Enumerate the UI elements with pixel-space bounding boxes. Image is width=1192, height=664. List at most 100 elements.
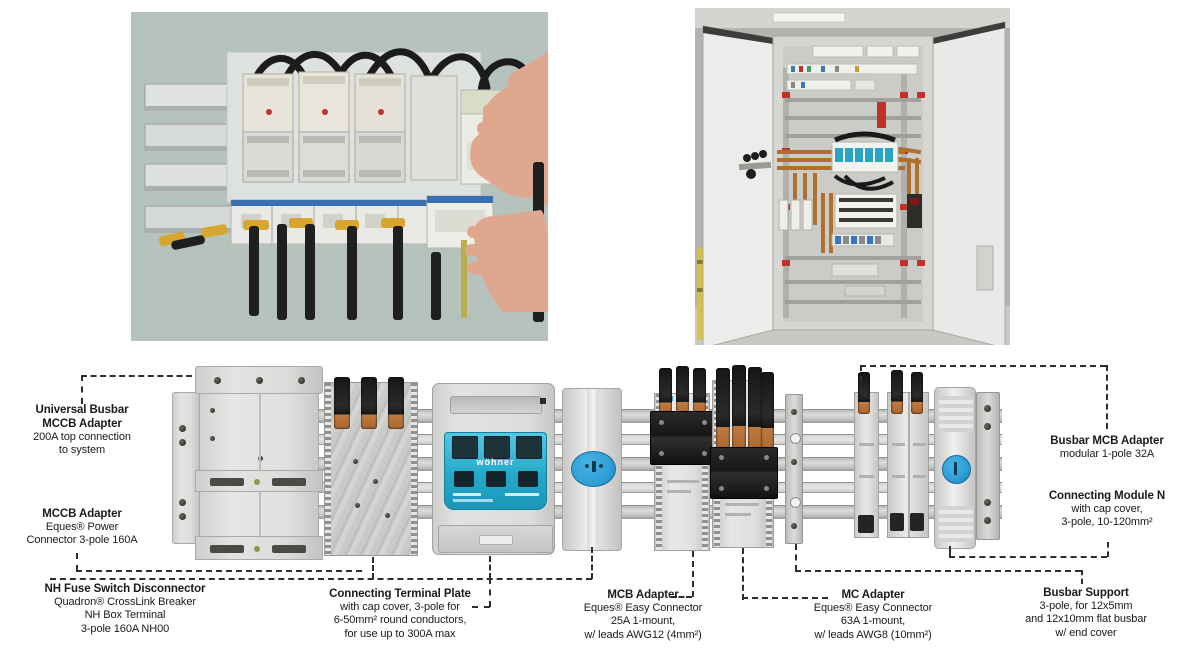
- callout-title: MC Adapter: [841, 589, 905, 601]
- callout-busbar-mcb-adapter: Busbar MCB Adapter modular 1-pole 32A: [1028, 434, 1186, 461]
- callout-body: with cap cover, 3-pole for 6-50mm² round…: [333, 601, 467, 640]
- mcb-lead: [693, 368, 706, 416]
- installer-hand-lower: [465, 210, 548, 312]
- cabinet-left-door: [702, 25, 774, 345]
- connecting-module-n: [934, 387, 976, 549]
- connector-line: [949, 546, 951, 557]
- mc-lead: [761, 372, 774, 450]
- motor-starter-stacks: [242, 71, 458, 183]
- mid-fastener-bar: [195, 470, 323, 492]
- connector-line: [742, 548, 744, 600]
- callout-body: 200A top connection to system: [33, 431, 131, 457]
- mcb-lead: [676, 366, 689, 416]
- quadron-teal-cover: wöhner: [444, 432, 547, 510]
- callout-nh-fuse-switch-disconnector: NH Fuse Switch Disconnector Quadron® Cro…: [12, 582, 238, 636]
- connector-line: [489, 556, 491, 579]
- connector-line: [81, 375, 83, 404]
- door-handle: [738, 150, 772, 179]
- installer-hand-upper: [470, 52, 548, 208]
- connector-line: [1081, 570, 1083, 584]
- connector-line: [372, 557, 374, 579]
- bottom-fastener-bar: [195, 536, 323, 560]
- callout-body: modular 1-pole 32A: [1059, 448, 1155, 461]
- connector-line: [692, 551, 694, 597]
- connector-line: [81, 375, 192, 377]
- top-breaker-rows: [786, 45, 920, 91]
- small-fuse-units: [778, 199, 813, 231]
- busbar-support-strip-right: [976, 392, 1000, 540]
- power-cable: [361, 377, 377, 429]
- adapter-body: [199, 393, 319, 540]
- bottom-drawer: [438, 525, 553, 553]
- callout-mc-adapter: MC Adapter Eques® Easy Connector 63A 1-m…: [763, 588, 983, 642]
- yellow-wall-strip: [697, 248, 707, 340]
- terminal-rows: [831, 233, 895, 297]
- connector-line: [76, 570, 362, 572]
- installation-photo: [131, 12, 548, 341]
- callout-body: Eques® Power Connector 3-pole 160A: [26, 521, 138, 547]
- power-cable: [334, 377, 350, 429]
- callout-connecting-terminal-plate: Connecting Terminal Plate with cap cover…: [283, 587, 517, 641]
- brand-text: wöhner: [476, 457, 515, 467]
- connector-line: [1106, 365, 1108, 429]
- connector-line: [860, 365, 862, 393]
- callout-title: Connecting Terminal Plate: [329, 588, 471, 600]
- mc-lead: [716, 368, 730, 450]
- mcb-lead: [659, 368, 672, 416]
- callout-body: 3-pole, for 12x5mm and 12x10mm flat busb…: [1025, 600, 1147, 639]
- busbar-support: [785, 394, 803, 544]
- mc-clamp: [710, 447, 778, 499]
- connecting-terminal-plate: [562, 388, 622, 551]
- connector-line: [860, 365, 1106, 367]
- connector-line: [795, 570, 1081, 572]
- ceiling-light: [772, 12, 846, 23]
- power-cable: [388, 377, 404, 429]
- modular-lead: [911, 372, 923, 414]
- connector-line: [76, 553, 78, 571]
- connector-line: [472, 606, 490, 608]
- universal-busbar-mccb-adapter: [195, 366, 323, 564]
- callout-mccb-adapter: MCCB Adapter Eques® Power Connector 3-po…: [4, 507, 160, 548]
- callout-title: MCB Adapter: [607, 589, 679, 601]
- connector-line: [671, 596, 692, 598]
- callout-body: Eques® Easy Connector 63A 1-mount, w/ le…: [813, 602, 933, 641]
- teal-device-row: [831, 131, 899, 191]
- connector-line: [489, 578, 491, 607]
- adapter-row: [230, 195, 494, 249]
- callout-body: with cap cover, 3-pole, 10-120mm²: [1061, 503, 1153, 529]
- callout-connecting-module-n: Connecting Module N with cap cover, 3-po…: [1028, 489, 1186, 530]
- cabinet-right-door: [932, 21, 1006, 345]
- busbar-fingers: [144, 83, 236, 233]
- nh-fuse-switch-disconnector: wöhner: [432, 383, 555, 555]
- connector-line: [591, 547, 593, 579]
- modular-lead: [891, 370, 903, 414]
- connector-line: [949, 556, 1107, 558]
- red-device: [877, 102, 886, 128]
- blue-cap-cover: [571, 451, 616, 487]
- callout-title: NH Fuse Switch Disconnector: [44, 583, 206, 595]
- top-slot: [450, 396, 542, 414]
- ceiling: [695, 8, 1010, 28]
- callout-title: Busbar Support: [1043, 587, 1129, 599]
- callout-title: MCCB Adapter: [42, 508, 122, 520]
- callout-body: Eques® Easy Connector 25A 1-mount, w/ le…: [583, 602, 703, 641]
- callout-title: Busbar MCB Adapter: [1050, 435, 1164, 447]
- connector-line: [795, 544, 797, 571]
- mcb-clamp: [650, 411, 716, 465]
- callout-title: Universal Busbar MCCB Adapter: [35, 404, 129, 431]
- modular-mcb-adapter-single: [854, 392, 879, 538]
- blue-cap: [942, 455, 971, 484]
- connector-line: [1107, 542, 1109, 557]
- mc-lead: [732, 365, 746, 450]
- connector-line: [742, 597, 828, 599]
- callout-busbar-support: Busbar Support 3-pole, for 12x5mm and 12…: [983, 586, 1189, 640]
- callout-title: Connecting Module N: [1048, 490, 1166, 502]
- busbar-support-strip-left: [172, 392, 200, 544]
- top-connection-bar: [195, 366, 323, 394]
- callout-universal-busbar-mccb-adapter: Universal Busbar MCCB Adapter 200A top c…: [6, 403, 158, 458]
- callout-body: Quadron® CrossLink Breaker NH Box Termin…: [54, 596, 196, 635]
- mc-lead: [748, 367, 762, 450]
- breaker-block: [834, 193, 898, 229]
- callout-mcb-adapter: MCB Adapter Eques® Easy Connector 25A 1-…: [533, 588, 753, 642]
